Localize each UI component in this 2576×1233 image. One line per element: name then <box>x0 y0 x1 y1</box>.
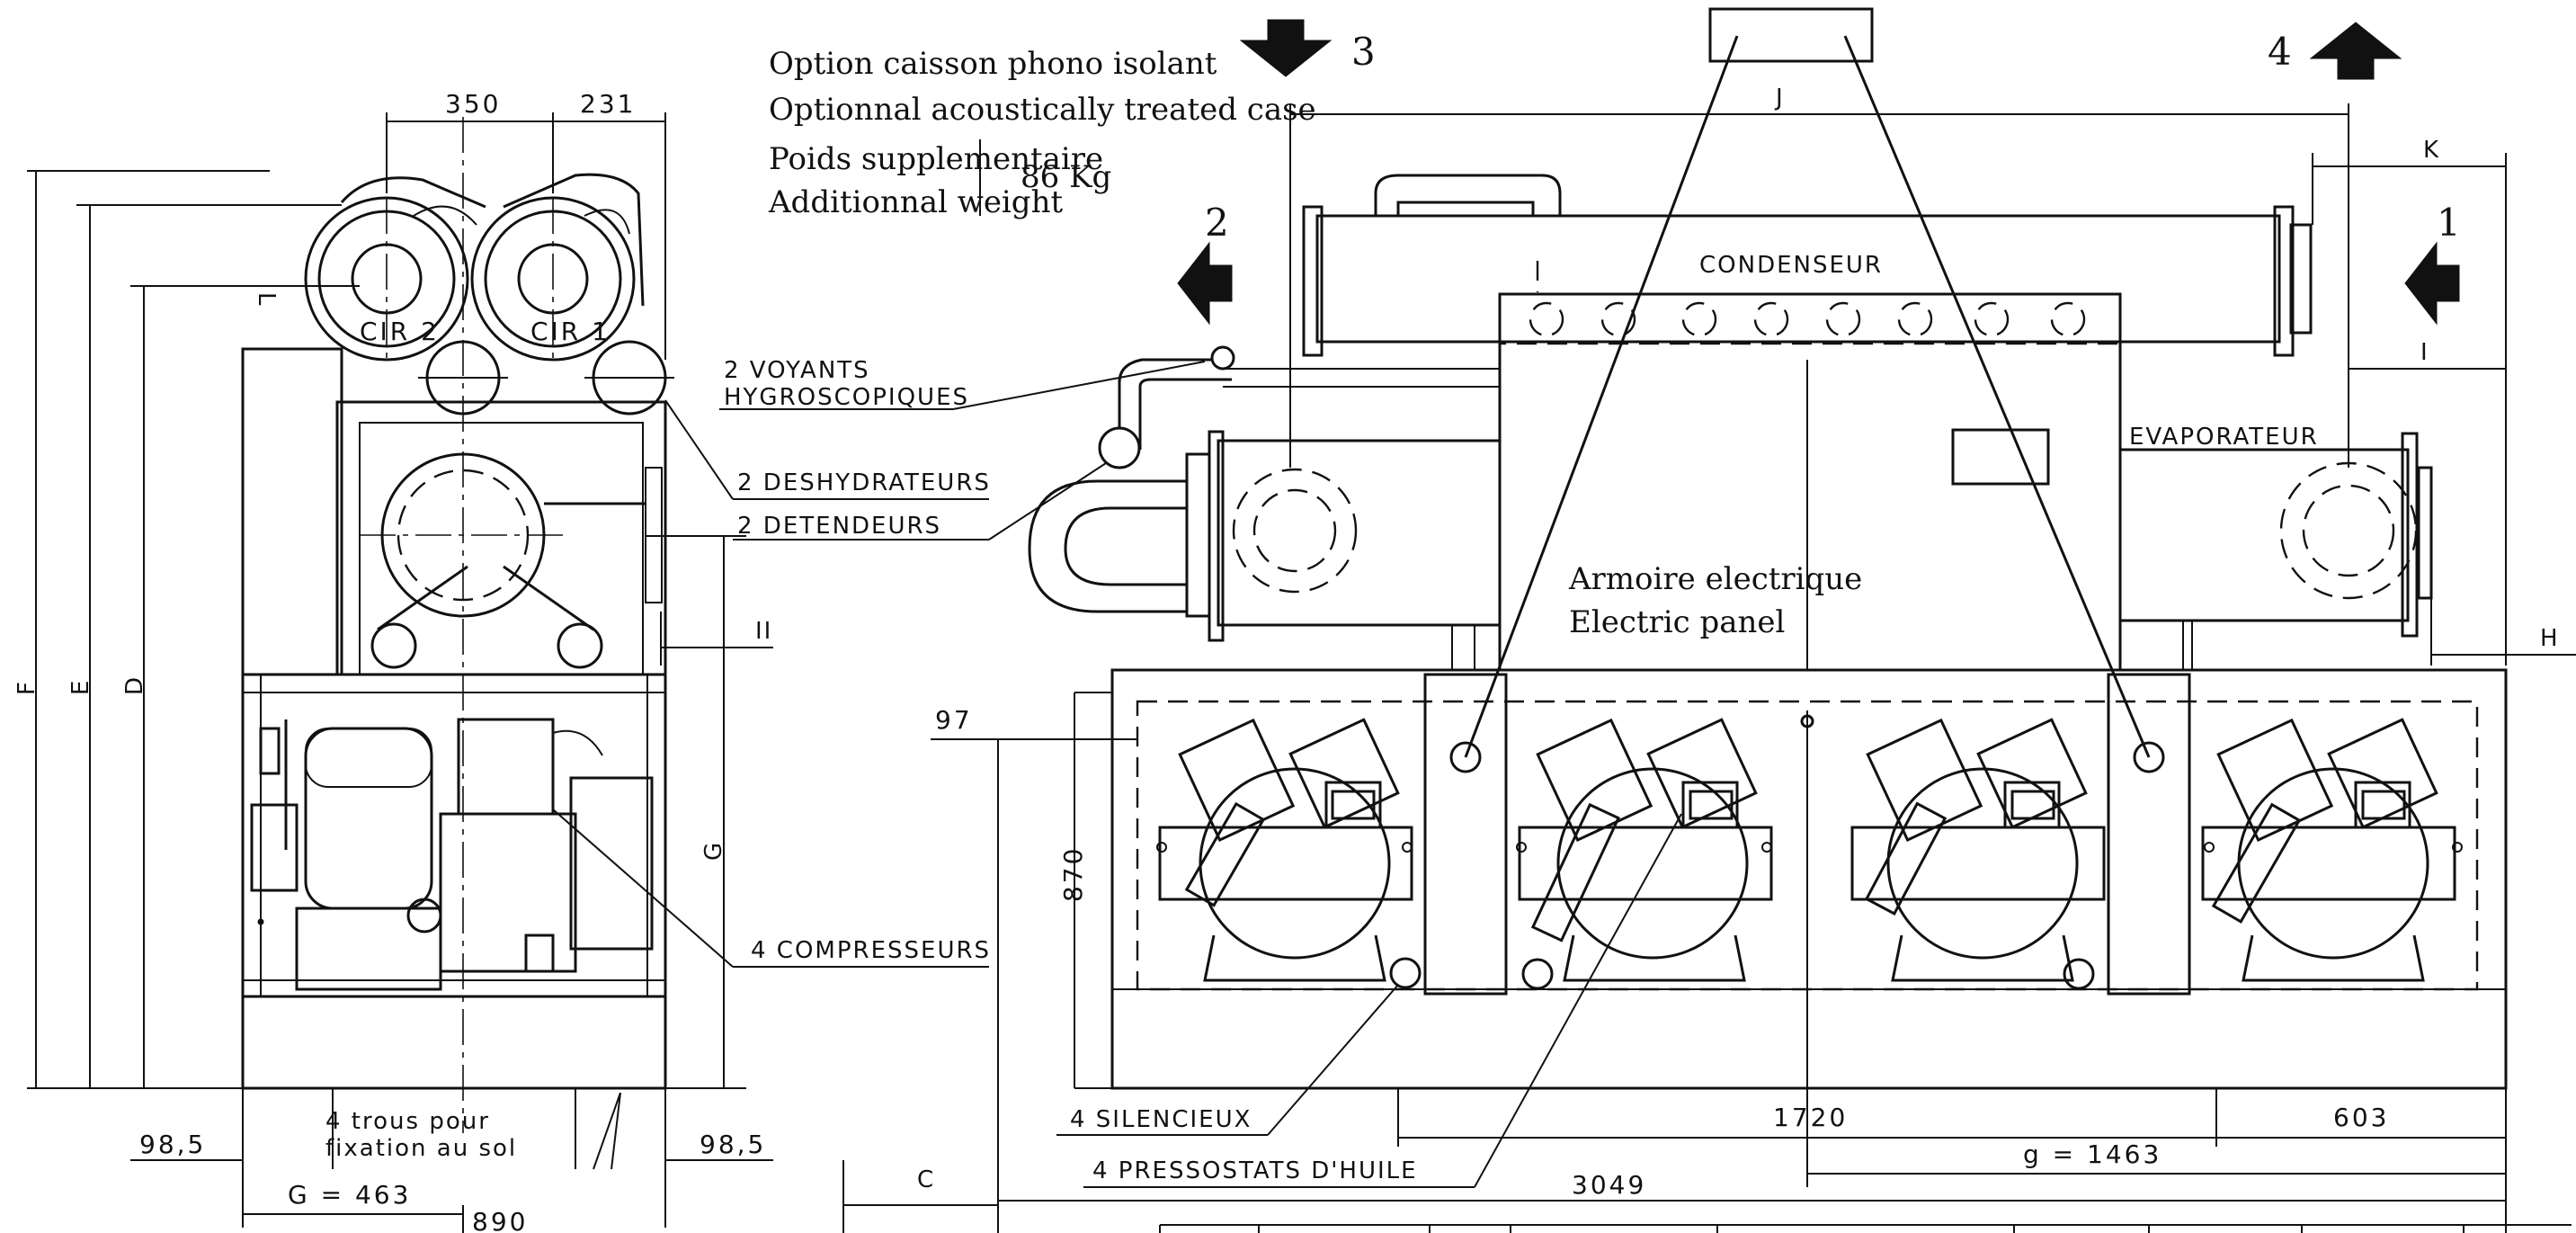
silencer <box>1389 957 1422 989</box>
zoom-box <box>1708 7 1874 63</box>
condenser-label: CONDENSEUR <box>1699 252 1883 279</box>
callout-valves: 2 DETENDEURS <box>737 513 941 540</box>
holes-callout-2: fixation au sol <box>325 1135 517 1162</box>
side-dimensions: 350 231 F E D G II 98,5 98,5 G = 463 890 <box>13 89 773 1233</box>
flow-marker-1: 1 <box>2437 201 2461 245</box>
arrow-4-up <box>2309 22 2402 80</box>
post-right <box>2107 673 2191 996</box>
flow-marker-2: 2 <box>1205 201 1229 245</box>
dim-E: E <box>67 679 94 695</box>
dim-870: 870 <box>1058 846 1088 902</box>
dim-890: 890 <box>472 1207 528 1233</box>
dim-F: F <box>13 680 40 695</box>
callout-silencers: 4 SILENCIEUX <box>1070 1106 1252 1133</box>
dim-C: C <box>917 1166 935 1193</box>
dim-K: K <box>2423 137 2440 164</box>
flow-marker-4: 4 <box>2268 30 2292 74</box>
option-line-en: Optionnal acoustically treated case <box>769 92 1316 128</box>
callout-compressors: 4 COMPRESSEURS <box>751 937 991 964</box>
compressor-2 <box>1516 718 1773 990</box>
base-frame <box>1110 668 2508 1090</box>
arrow-3-down <box>1239 19 1333 77</box>
panel-label-en: Electric panel <box>1569 604 1785 640</box>
callout-oil-switches: 4 PRESSOSTATS D'HUILE <box>1092 1157 1418 1184</box>
panel-label-fr: Armoire electrique <box>1568 561 1862 597</box>
cir2-label: CIR 2 <box>360 317 440 346</box>
weight-value: 86 Kg <box>1021 159 1111 195</box>
compressor-4 <box>2201 718 2463 982</box>
side-view: CIR 2 CIR 1 L <box>241 117 674 1133</box>
flow-marker-3: 3 <box>1351 30 1376 74</box>
front-dimensions: J K I H 97 870 1720 603 g = 1463 <box>842 85 2576 1233</box>
evaporator-shell <box>2118 448 2410 622</box>
dim-J: J <box>1774 85 1785 112</box>
option-line-fr: Option caisson phono isolant <box>769 46 1217 82</box>
holes-callout-1: 4 trous pour <box>325 1108 490 1135</box>
dim-603: 603 <box>2333 1103 2389 1132</box>
cir1-label: CIR 1 <box>530 317 611 346</box>
dim-I: I <box>2420 339 2429 366</box>
dim-G-463: G = 463 <box>288 1180 411 1210</box>
post-left <box>1423 673 1508 996</box>
arrow-1-left <box>2404 241 2460 326</box>
dim-231: 231 <box>580 89 636 119</box>
dim-g-1463: g = 1463 <box>2023 1139 2162 1169</box>
dim-II: II <box>755 618 772 645</box>
cabinet-dashed <box>1498 292 2122 345</box>
dim-98-right: 98,5 <box>700 1130 766 1159</box>
callout-sight-glass-2: HYGROSCOPIQUES <box>724 384 969 411</box>
callout-sight-glass-1: 2 VOYANTS <box>724 357 870 384</box>
compressor-1 <box>1156 718 1413 982</box>
flow-arrows: 3 4 2 1 <box>1177 19 2461 326</box>
dim-350: 350 <box>445 89 501 119</box>
compressor-3 <box>1850 718 2106 990</box>
dim-1720: 1720 <box>1773 1103 1848 1132</box>
callouts: 2 VOYANTS HYGROSCOPIQUES 2 DESHYDRATEURS… <box>552 357 1682 1188</box>
dim-D: D <box>121 675 148 695</box>
dim-3049: 3049 <box>1572 1170 1646 1200</box>
callout-dryers: 2 DESHYDRATEURS <box>737 469 991 496</box>
weight-label-fr: Poids supplementaire <box>769 141 1103 177</box>
dim-98-left: 98,5 <box>139 1130 206 1159</box>
weight-label-en: Additionnal weight <box>768 184 1063 220</box>
arrow-2-left <box>1177 241 1233 326</box>
left-shell <box>1217 439 1502 627</box>
option-note: Option caisson phono isolant Optionnal a… <box>768 46 1316 220</box>
dim-97: 97 <box>935 705 973 735</box>
evaporator-label: EVAPORATEUR <box>2129 424 2319 451</box>
dim-H: H <box>2540 625 2560 652</box>
sight-glass <box>1210 345 1235 371</box>
dim-L-side: L <box>253 292 280 308</box>
dim-G-side: G <box>700 841 727 861</box>
front-view: CONDENSEUR Armoire electrique Electric p… <box>1028 7 2508 1090</box>
condenser-shell <box>1315 214 2281 344</box>
expansion-valve <box>1098 426 1141 469</box>
